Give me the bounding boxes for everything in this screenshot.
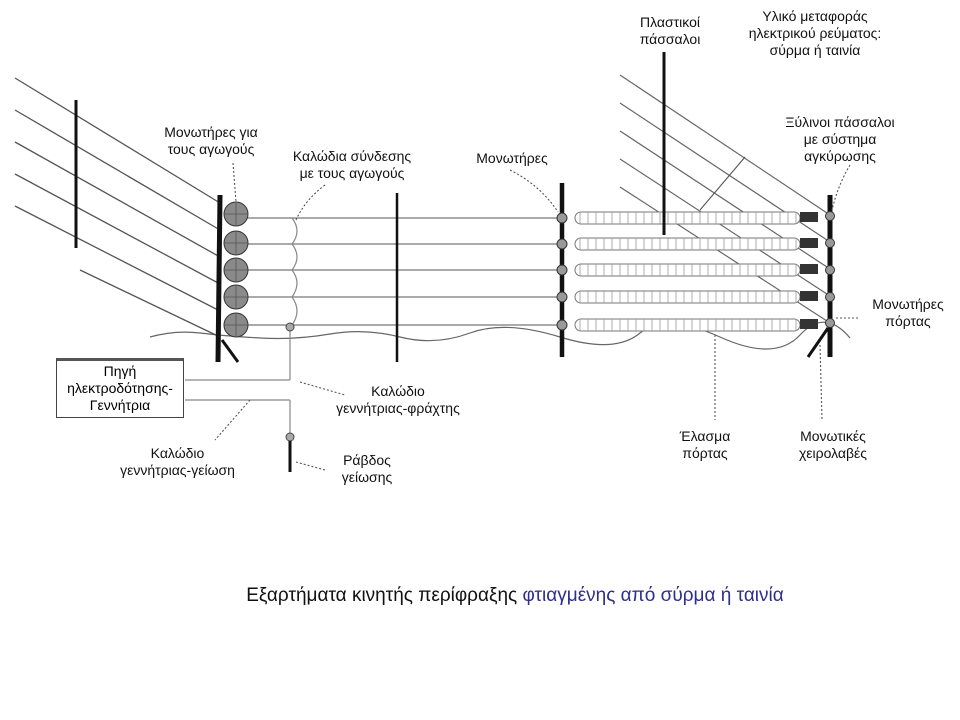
label-gate-insulators: Μονωτήρες πόρτας [872,296,944,329]
label-wooden-posts: Ξύλινοι πάσσαλοι με σύστημα αγκύρωσης [785,114,895,164]
wooden-post-right [806,195,833,358]
label-conductor-insulators: Μονωτήρες για τους αγωγούς [164,124,258,157]
gate-springs [574,211,801,332]
label-gate-spring: Έλασμα πόρτας [679,428,731,461]
power-source-box: Πηγή ηλεκτροδότησης- Γεννήτρια [56,358,184,418]
middle-insulators [556,212,568,331]
left-perspective-wires [14,77,221,338]
ground-rod [285,432,295,472]
label-insulated-handles: Μονωτικές χειρολαβές [798,428,868,461]
label-connection-cables: Καλώδια σύνδεσης με τους αγωγούς [292,148,412,181]
connection-cable-loops [185,217,298,437]
label-ground-rod: Ράβδος γείωσης [341,452,393,485]
label-insulators: Μονωτήρες [476,150,548,166]
diagram-caption: Εξαρτήματα κινητής περίφραξης φτιαγμένης… [0,585,960,607]
left-anchor-post [215,194,240,363]
right-perspective-wires [619,74,831,324]
caption-highlight: φτιαγμένης από σύρμα ή ταινία [522,585,784,606]
insulated-handles [800,212,818,329]
label-conductor-material: Υλικό μεταφοράς ηλεκτρικού ρεύματος: σύρ… [748,8,882,58]
label-plastic-posts: Πλαστικοί πάσσαλοι [639,14,701,47]
ground-line [149,321,851,350]
leader-lines [214,156,858,471]
gate-insulators [825,211,835,328]
caption-main: Εξαρτήματα κινητής περίφραξης [246,585,518,606]
label-generator-fence-cable: Καλώδιο γεννήτριας-φράχτης [336,383,460,416]
connection-point [285,322,295,332]
label-generator-ground-cable: Καλώδιο γεννήτριας-γείωση [120,445,235,478]
